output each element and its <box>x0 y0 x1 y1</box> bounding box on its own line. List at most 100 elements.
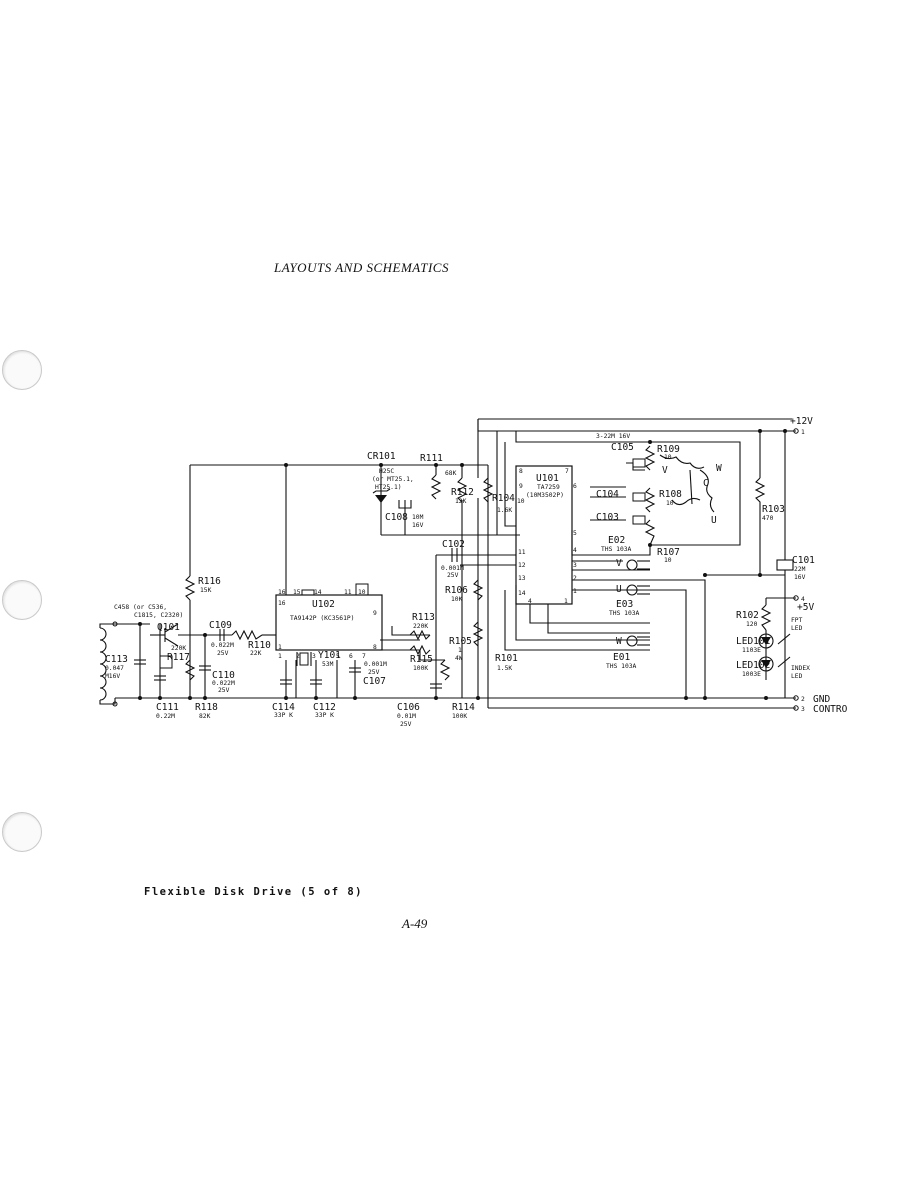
r107-resistor <box>644 519 656 546</box>
u102-pin-11: 11 <box>344 589 352 596</box>
r106-ref: R106 <box>445 585 468 596</box>
cr101-value: H25C <box>379 468 394 475</box>
r103-ref: R103 <box>762 504 785 515</box>
u101-pin-5: 5 <box>573 530 577 537</box>
r112-resistor <box>456 477 468 503</box>
led102-label1: INDEX <box>791 665 810 672</box>
r114-value: 100K <box>452 713 467 720</box>
sensor-phase-v: V <box>616 558 622 569</box>
u101-pin-10: 10 <box>517 498 525 505</box>
c101-value2: 16V <box>794 574 806 581</box>
u101-ic <box>515 465 573 605</box>
page-header: LAYOUTS AND SCHEMATICS <box>274 260 449 275</box>
sensor-phase-w: W <box>616 636 622 647</box>
u102-pin-10: 10 <box>358 589 366 596</box>
r111-ref: R111 <box>420 453 443 464</box>
r118-resistor <box>184 659 196 681</box>
u101-pin-2: 2 <box>573 575 577 582</box>
u101-pin-1: 1 <box>573 588 577 595</box>
y101-value: 53M <box>322 661 334 668</box>
c110-value2: 25V <box>218 687 230 694</box>
wiring <box>115 418 796 709</box>
u101-pin-9: 9 <box>519 483 523 490</box>
led101-label1: FPT <box>791 617 803 624</box>
u101-alt: (10M3502P) <box>526 492 564 499</box>
c111-capacitor <box>154 675 166 681</box>
connector-pin-2: 2 <box>801 696 805 703</box>
connector-pins <box>112 428 799 711</box>
u102-ref: U102 <box>312 599 335 610</box>
r106-resistor <box>472 579 484 601</box>
u102-pin-7: 7 <box>362 653 366 660</box>
u101-pin-1b: 1 <box>564 598 568 605</box>
connector-control-label: CONTRO <box>813 704 848 715</box>
c114-value: 33P K <box>274 712 293 719</box>
r105-value2: 4W <box>455 655 463 662</box>
led101-ref: LED101 <box>736 636 771 647</box>
r106-value: 10K <box>451 596 463 603</box>
motor-phase-c: C <box>703 478 709 489</box>
c106-value1: 0.01M <box>397 713 416 720</box>
r111-resistor <box>430 474 442 500</box>
u101-part: TA7259 <box>537 484 560 491</box>
u102-pin-14: 14 <box>314 589 322 596</box>
r112-ref: R112 <box>451 487 474 498</box>
connector-pin-3: 3 <box>801 706 805 713</box>
e01-ref: E01 <box>613 652 630 663</box>
c105-capacitor <box>626 458 646 471</box>
c109-value2: 25V <box>217 650 229 657</box>
c110-ref: C110 <box>212 670 235 681</box>
u102-pin-16: 16 <box>278 589 286 596</box>
u101-pin-7: 7 <box>565 468 569 475</box>
c101-value1: 22M <box>794 566 806 573</box>
r110-value: 22K <box>250 650 262 657</box>
c103-ref: C103 <box>596 512 619 523</box>
led101 <box>758 633 791 649</box>
q101-alt1: C458 (or C536, <box>114 604 167 611</box>
head-coil <box>99 623 116 705</box>
r105-ref: R105 <box>449 636 472 647</box>
u102-ic <box>275 583 383 651</box>
y101-ref: Y101 <box>318 650 341 661</box>
r103-resistor <box>754 477 766 512</box>
binder-hole-bottom <box>2 812 42 852</box>
u101-pin-13: 13 <box>518 575 526 582</box>
r104-resistor <box>482 477 494 503</box>
c108-value2: 16V <box>412 522 424 529</box>
r118-ref: R118 <box>195 702 218 713</box>
u101-pin-12: 12 <box>518 562 526 569</box>
c107-ref: C107 <box>363 676 386 687</box>
c111-value: 0.22M <box>156 713 175 720</box>
r105-resistor <box>439 659 451 681</box>
r115-value: 100K <box>413 665 428 672</box>
r102-value: 120 <box>746 621 758 628</box>
c113-value2: M16V <box>105 673 120 680</box>
u102-pin-15: 15 <box>293 589 301 596</box>
r116-resistor <box>184 575 196 601</box>
r113-resistor <box>409 629 431 641</box>
u101-pin-3: 3 <box>573 562 577 569</box>
u101-pin-11: 11 <box>518 549 526 556</box>
c104-ref: C104 <box>596 489 619 500</box>
r115-resistor <box>409 644 431 656</box>
motor-phase-w: W <box>716 463 722 474</box>
e03-part: THS 103A <box>609 610 640 617</box>
c106-capacitor <box>430 683 442 689</box>
r108-value: 10 <box>666 500 674 507</box>
r103-value: 470 <box>762 515 774 522</box>
c112-value: 33P K <box>315 712 334 719</box>
led101-label2: LED <box>791 625 803 632</box>
u102-pin-9: 9 <box>373 610 377 617</box>
c103-capacitor <box>632 515 646 525</box>
cr101-alt2: HT25.1) <box>375 484 402 491</box>
motor-phase-u: U <box>711 515 717 526</box>
cr101-zener-diode <box>372 488 391 503</box>
r110-resistor <box>231 629 263 641</box>
c102-value2: 25V <box>447 572 459 579</box>
led102-part: 1003E <box>742 671 761 678</box>
c104-capacitor <box>632 492 646 502</box>
r114-ref: R114 <box>452 702 475 713</box>
r117-ref: R117 <box>167 652 190 663</box>
u102-pin-2: 2 <box>296 653 300 660</box>
